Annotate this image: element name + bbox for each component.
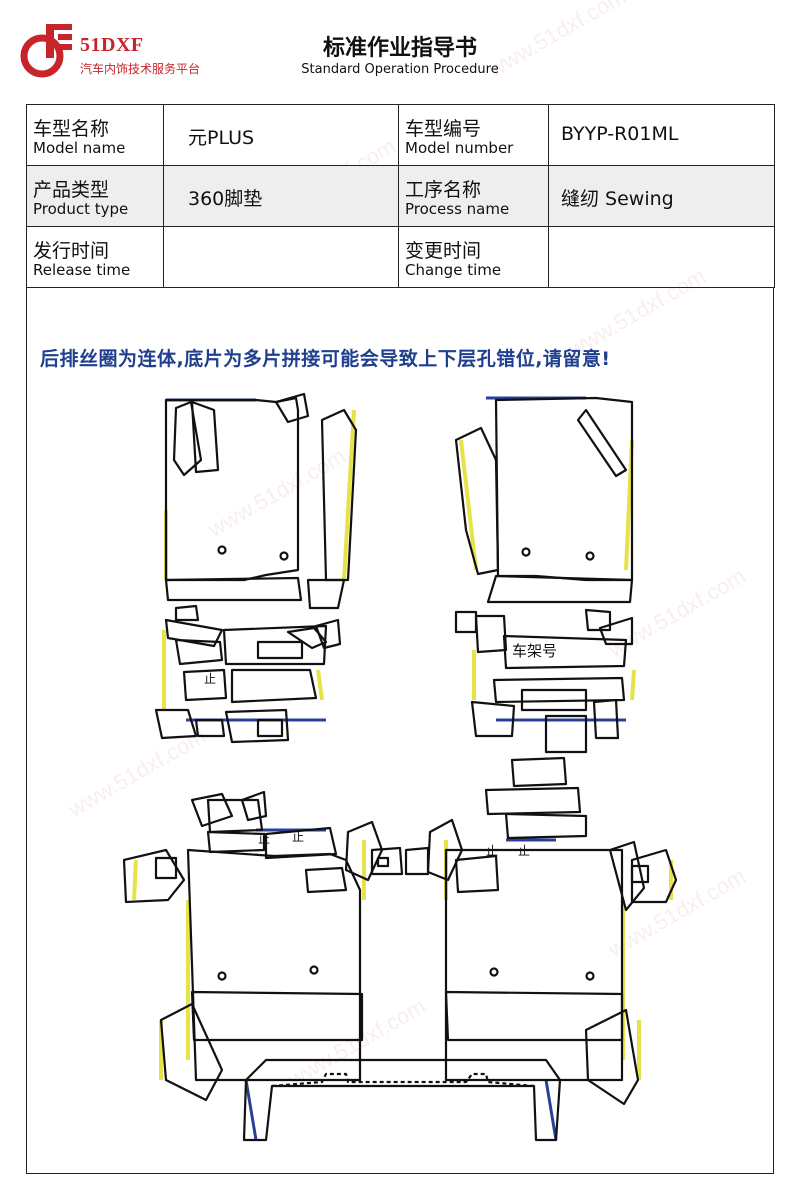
vin-bracket-label: 车架号 — [512, 642, 558, 660]
logo-tagline: 汽车内饰技术服务平台 — [80, 62, 201, 76]
drawing-frame — [26, 288, 774, 1174]
model-name-value: 元PLUS — [163, 104, 399, 166]
info-row-product: 产品类型 Product type 360脚垫 工序名称 Process nam… — [26, 165, 775, 227]
process-name-label: 工序名称 Process name — [398, 165, 549, 227]
logo-name: 51DXF — [80, 34, 144, 56]
release-time-value — [163, 226, 399, 288]
change-time-value — [548, 226, 775, 288]
info-row-model: 车型名称 Model name 元PLUS 车型编号 Model number … — [26, 104, 775, 166]
model-number-value: BYYP-R01ML — [548, 104, 775, 166]
product-type-value: 360脚垫 — [163, 165, 399, 227]
stop-mark: 止 — [258, 832, 271, 846]
change-time-label: 变更时间 Change time — [398, 226, 549, 288]
process-name-value: 缝纫 Sewing — [548, 165, 775, 227]
floor-mat-pattern-drawing — [122, 392, 678, 1142]
stop-mark: 止 — [486, 844, 499, 858]
model-name-label: 车型名称 Model name — [26, 104, 164, 166]
stop-mark: 止 — [292, 830, 305, 844]
product-type-label: 产品类型 Product type — [26, 165, 164, 227]
release-time-label: 发行时间 Release time — [26, 226, 164, 288]
info-table: 车型名称 Model name 元PLUS 车型编号 Model number … — [26, 104, 775, 288]
model-number-label: 车型编号 Model number — [398, 104, 549, 166]
page-title: 标准作业指导书 — [322, 36, 477, 61]
stop-mark: 止 — [204, 672, 217, 686]
info-row-time: 发行时间 Release time 变更时间 Change time — [26, 226, 775, 288]
company-logo-icon — [20, 24, 72, 78]
sewing-note: 后排丝圈为连体,底片为多片拼接可能会导致上下层孔错位,请留意! — [40, 348, 611, 370]
page-subtitle: Standard Operation Procedure — [301, 62, 499, 77]
document-header: 51DXF 汽车内饰技术服务平台 标准作业指导书 Standard Operat… — [0, 0, 800, 100]
stop-mark: 止 — [518, 844, 531, 858]
